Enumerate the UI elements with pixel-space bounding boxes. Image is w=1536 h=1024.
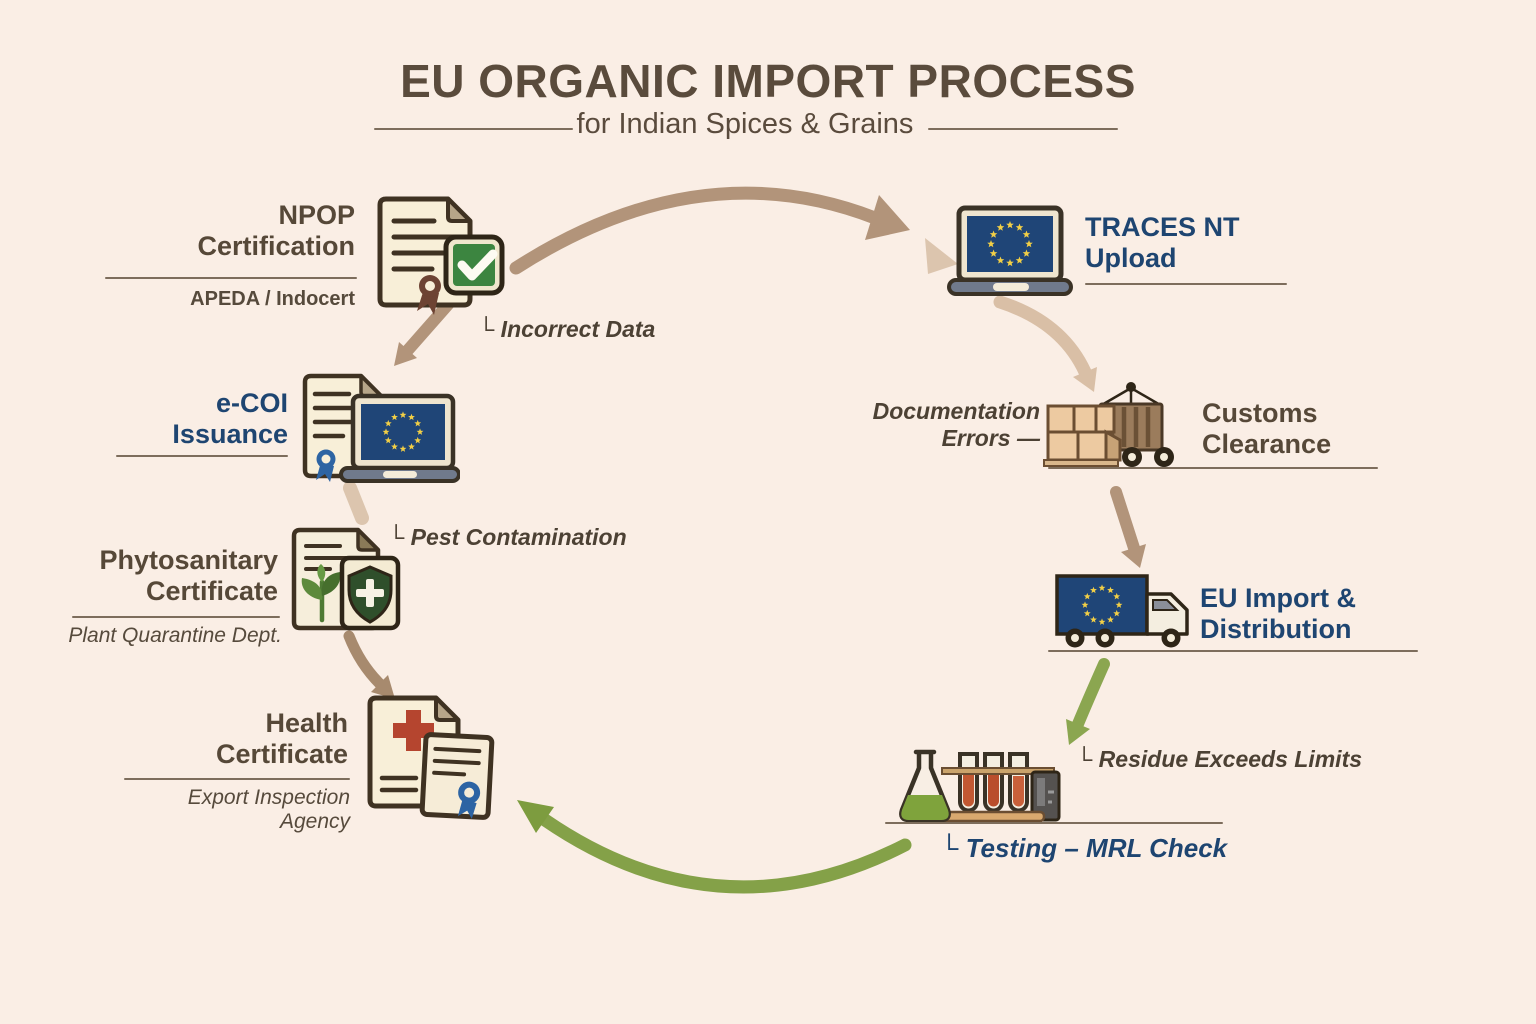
- plant-sprout-icon: [301, 564, 341, 623]
- incorrect-data-annotation: └ Incorrect Data: [478, 316, 656, 342]
- testing-underline: [885, 822, 1223, 824]
- arrow-phyto-to-health: [343, 630, 386, 690]
- arrow-npop-to-traces: [509, 186, 882, 275]
- testing-lab-icon: [899, 749, 1061, 823]
- vial-icon: [1030, 770, 1061, 822]
- npop-title: NPOP Certification: [197, 200, 355, 261]
- arrow-euimport-to-testing: [1072, 658, 1110, 730]
- traces-underline: [1085, 283, 1287, 285]
- subtitle-rule-left: [374, 128, 573, 130]
- customs-cargo-icon: [1043, 382, 1174, 467]
- red-cross-icon: [393, 710, 434, 751]
- health-agency: Export Inspection Agency: [187, 786, 350, 833]
- phyto-plant-shield-icon: [291, 527, 401, 631]
- stamped-certificate-icon: [419, 732, 495, 820]
- blue-seal-ribbon-icon: [316, 449, 336, 482]
- documentation-errors-annotation: Documentation Errors —: [872, 398, 1040, 451]
- subtitle-rule-right: [928, 128, 1118, 130]
- arrow-traces-to-customs: [993, 295, 1092, 379]
- ecoi-certificate-laptop-icon: [302, 373, 460, 483]
- green-checkmark-icon: [443, 234, 505, 296]
- page-title: EU ORGANIC IMPORT PROCESS: [400, 55, 1136, 107]
- ecoi-underline: [116, 455, 288, 457]
- eu-truck-icon: [1055, 574, 1189, 648]
- seal-ribbon-icon: [417, 275, 441, 315]
- euimport-underline: [1048, 650, 1418, 652]
- phyto-agency: Plant Quarantine Dept.: [68, 624, 282, 647]
- phyto-title: Phytosanitary Certificate: [99, 545, 278, 606]
- npop-document-check-icon: [377, 196, 505, 315]
- pest-contamination-annotation: └ Pest Contamination: [388, 524, 627, 550]
- customs-underline: [1048, 467, 1378, 469]
- npop-underline: [105, 277, 357, 279]
- connector-ecoi-to-phyto: [343, 481, 369, 525]
- euimport-title: EU Import & Distribution: [1200, 583, 1357, 644]
- page-subtitle: for Indian Spices & Grains: [576, 108, 914, 140]
- cargo-boxes-icon: [1046, 404, 1122, 462]
- arrow-testing-to-health: [538, 813, 912, 894]
- health-title: Health Certificate: [215, 708, 348, 769]
- health-underline: [124, 778, 350, 780]
- test-tubes-icon: [958, 752, 1029, 813]
- traces-laptop-eu-icon: [947, 205, 1073, 296]
- phyto-underline: [72, 616, 280, 618]
- customs-title: Customs Clearance: [1202, 398, 1332, 459]
- arrow-customs-to-euimport: [1110, 486, 1140, 554]
- laptop-eu-flag-icon: [339, 393, 460, 483]
- arrow-npop-to-ecoi: [402, 294, 458, 356]
- flask-icon: [899, 749, 951, 823]
- npop-agency: APEDA / Indocert: [190, 288, 355, 310]
- residue-exceeds-annotation: └ Residue Exceeds Limits: [1076, 746, 1363, 772]
- ecoi-title: e-COI Issuance: [172, 388, 288, 449]
- health-certificate-icon: [367, 695, 495, 820]
- testing-label: └ Testing – MRL Check: [940, 833, 1228, 863]
- traces-title: TRACES NT Upload: [1085, 212, 1240, 273]
- shield-cross-icon: [339, 555, 401, 631]
